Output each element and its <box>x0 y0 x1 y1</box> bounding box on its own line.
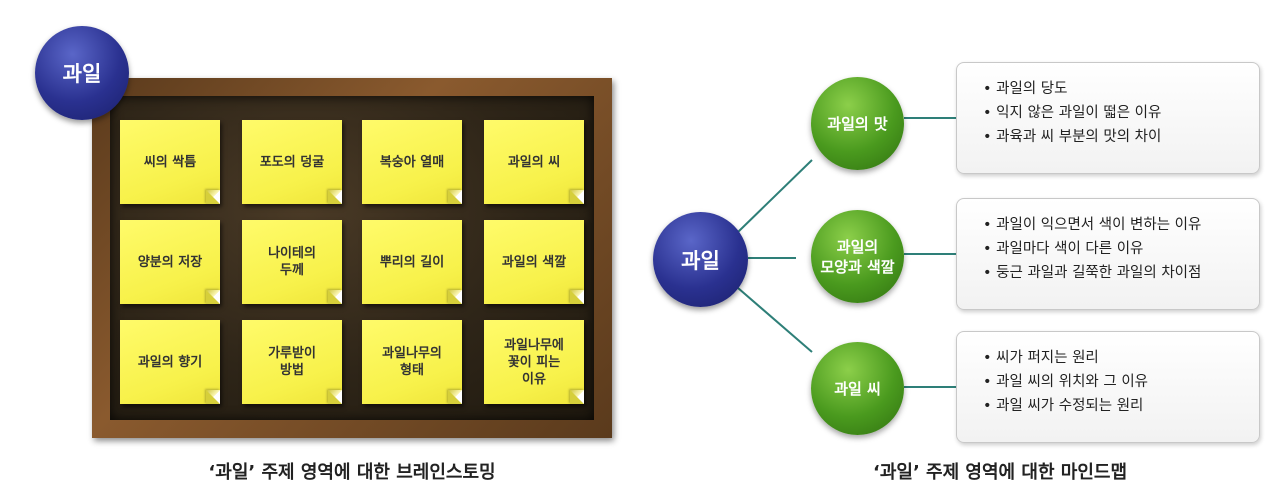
sticky-note: 과일의 향기 <box>120 320 220 404</box>
note-text: 뿌리의 길이 <box>379 254 445 270</box>
detail-item: • 과일 씨가 수정되는 원리 <box>983 398 1144 414</box>
branch-label: 과일의 모양과 색깔 <box>820 237 895 276</box>
sticky-note: 과일의 씨 <box>484 120 584 204</box>
note-text: 나이테의 두께 <box>268 246 316 278</box>
branch-node-taste: 과일의 맛 <box>811 77 904 170</box>
detail-item: • 둥근 과일과 길쭉한 과일의 차이점 <box>983 265 1202 281</box>
detail-box-shape-color: • 과일이 익으면서 색이 변하는 이유 • 과일마다 색이 다른 이유 • 둥… <box>956 198 1260 310</box>
branch-node-shape-color: 과일의 모양과 색깔 <box>811 210 904 303</box>
brainstorm-caption: ‘과일’ 주제 영역에 대한 브레인스토밍 <box>208 462 496 483</box>
detail-item: • 과일의 당도 <box>983 81 1068 97</box>
note-text: 과일의 향기 <box>137 354 203 370</box>
detail-item: • 과일마다 색이 다른 이유 <box>983 241 1144 257</box>
mindmap-center-node: 과일 <box>653 212 748 307</box>
note-text: 포도의 덩굴 <box>259 154 325 170</box>
detail-item: • 익지 않은 과일이 떫은 이유 <box>983 105 1162 121</box>
sticky-note: 가루받이 방법 <box>242 320 342 404</box>
sticky-note: 과일나무의 형태 <box>362 320 462 404</box>
branch-label: 과일의 맛 <box>827 114 888 133</box>
connector-center-seed <box>737 287 813 353</box>
branch-node-seed: 과일 씨 <box>811 342 904 435</box>
sticky-note: 양분의 저장 <box>120 220 220 304</box>
sticky-note: 포도의 덩굴 <box>242 120 342 204</box>
brainstorm-board: 씨의 싹틈 포도의 덩굴 복숭아 열매 과일의 씨 양분의 저장 나이테의 두께… <box>92 78 612 438</box>
sticky-note: 나이테의 두께 <box>242 220 342 304</box>
sticky-note: 복숭아 열매 <box>362 120 462 204</box>
topic-badge: 과일 <box>35 26 129 120</box>
note-text: 양분의 저장 <box>137 254 203 270</box>
note-text: 씨의 싹틈 <box>143 154 197 170</box>
topic-badge-label: 과일 <box>62 62 102 86</box>
sticky-note: 과일나무에 꽃이 피는 이유 <box>484 320 584 404</box>
detail-item: • 과일 씨의 위치와 그 이유 <box>983 374 1148 390</box>
branch-label: 과일 씨 <box>834 379 881 398</box>
note-text: 과일의 색깔 <box>501 254 567 270</box>
connector-center-taste <box>737 159 813 233</box>
board-surface: 씨의 싹틈 포도의 덩굴 복숭아 열매 과일의 씨 양분의 저장 나이테의 두께… <box>110 96 594 420</box>
note-text: 복숭아 열매 <box>379 154 445 170</box>
detail-box-taste: • 과일의 당도 • 익지 않은 과일이 떫은 이유 • 과육과 씨 부분의 맛… <box>956 62 1260 174</box>
note-text: 과일나무에 꽃이 피는 이유 <box>504 337 564 387</box>
sticky-note: 뿌리의 길이 <box>362 220 462 304</box>
note-text: 과일나무의 형태 <box>382 346 442 378</box>
detail-item: • 과육과 씨 부분의 맛의 차이 <box>983 129 1162 145</box>
detail-item: • 과일이 익으면서 색이 변하는 이유 <box>983 217 1202 233</box>
note-text: 과일의 씨 <box>507 154 561 170</box>
sticky-note: 과일의 색깔 <box>484 220 584 304</box>
sticky-note: 씨의 싹틈 <box>120 120 220 204</box>
center-node-label: 과일 <box>681 248 720 273</box>
detail-box-seed: • 씨가 퍼지는 원리 • 과일 씨의 위치와 그 이유 • 과일 씨가 수정되… <box>956 331 1260 443</box>
mindmap-caption: ‘과일’ 주제 영역에 대한 마인드맵 <box>872 462 1128 483</box>
detail-item: • 씨가 퍼지는 원리 <box>983 350 1099 366</box>
note-text: 가루받이 방법 <box>268 346 316 378</box>
